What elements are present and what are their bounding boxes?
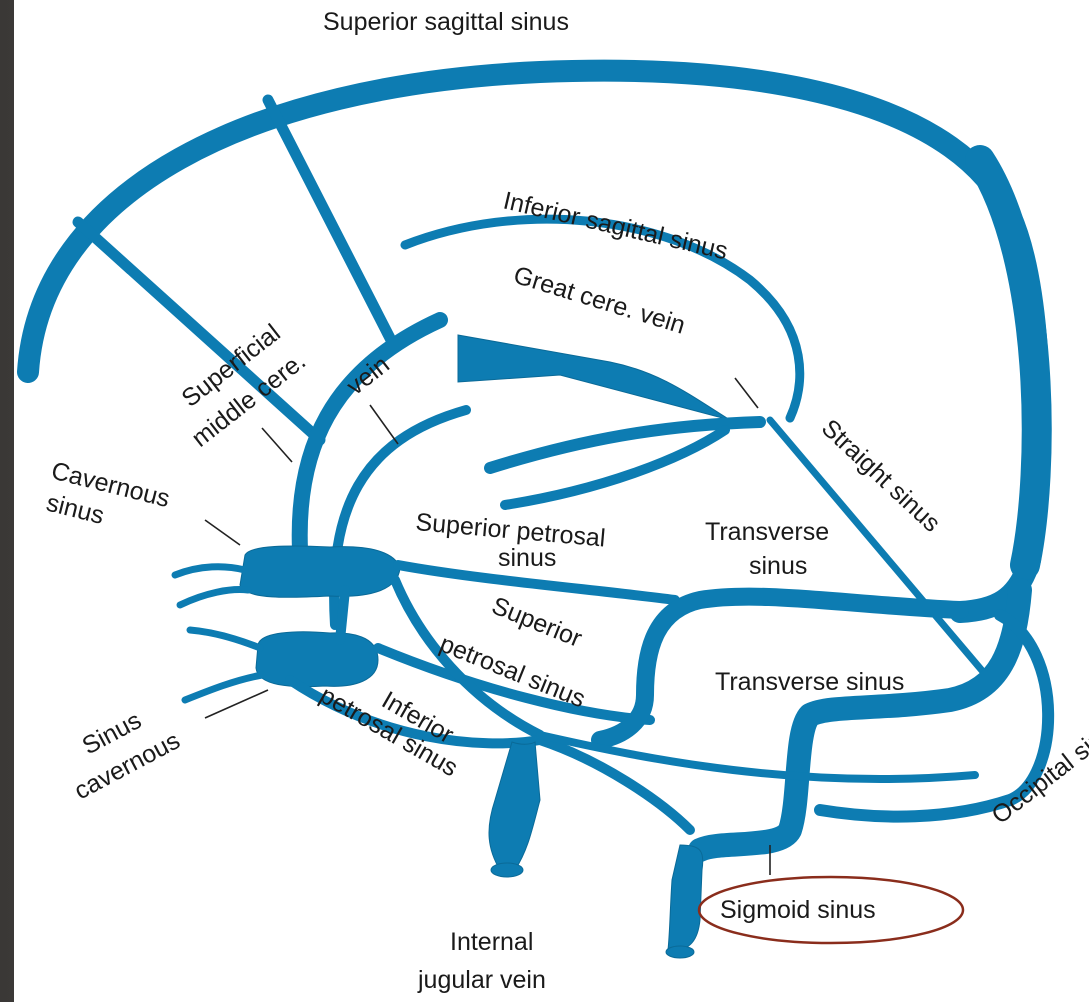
- internal-jugular-vein-opening: [491, 863, 523, 877]
- ophthalmic-vein-2: [180, 590, 248, 605]
- label-transverse-sinus-a: Transverse: [705, 518, 829, 546]
- label-superior-sagittal-sinus: Superior sagittal sinus: [323, 8, 569, 36]
- ophthalmic-vein-1: [175, 567, 245, 575]
- sigmoid-outflow-opening: [666, 946, 694, 958]
- superior-cerebral-vein-1: [268, 100, 392, 342]
- label-occipital-sinus: Occipital sinus: [986, 708, 1089, 829]
- label-superior-petrosal-sinus-b: Superior: [488, 592, 586, 653]
- leader-great-cere: [735, 378, 758, 408]
- label-sigmoid-sinus: Sigmoid sinus: [720, 896, 876, 924]
- inferior-sagittal-sinus-vessel: [405, 219, 800, 418]
- ophthalmic-vein-4: [185, 675, 262, 700]
- label-straight-sinus: Straight sinus: [816, 414, 946, 538]
- label-transverse-sinus-b: Transverse sinus: [715, 668, 904, 696]
- superior-sagittal-sinus-thick: [980, 160, 1037, 565]
- great-cere-vein-vessel: [458, 335, 730, 420]
- intercavernous-connection: [340, 590, 345, 640]
- label-transverse-sinus-a-2: sinus: [749, 552, 807, 580]
- sigmoid-outflow-vessel: [668, 845, 703, 950]
- cavernous-sinus-lower: [256, 632, 378, 687]
- leader-superficial: [262, 428, 292, 462]
- ophthalmic-vein-3: [190, 630, 260, 648]
- label-great-cere-vein: Great cere. vein: [510, 261, 688, 340]
- label-superior-petrosal-sinus-a-2: sinus: [498, 544, 556, 572]
- label-jugular-vein: jugular vein: [417, 966, 546, 994]
- cavernous-sinus-upper: [240, 546, 400, 597]
- leader-vein: [370, 405, 398, 444]
- leader-sinus-cavernous: [205, 690, 268, 718]
- label-internal: Internal: [450, 928, 533, 956]
- leader-cavernous: [205, 520, 240, 545]
- internal-jugular-vein-left: [489, 742, 540, 870]
- label-inferior-sagittal-sinus: Inferior sagittal sinus: [501, 187, 731, 266]
